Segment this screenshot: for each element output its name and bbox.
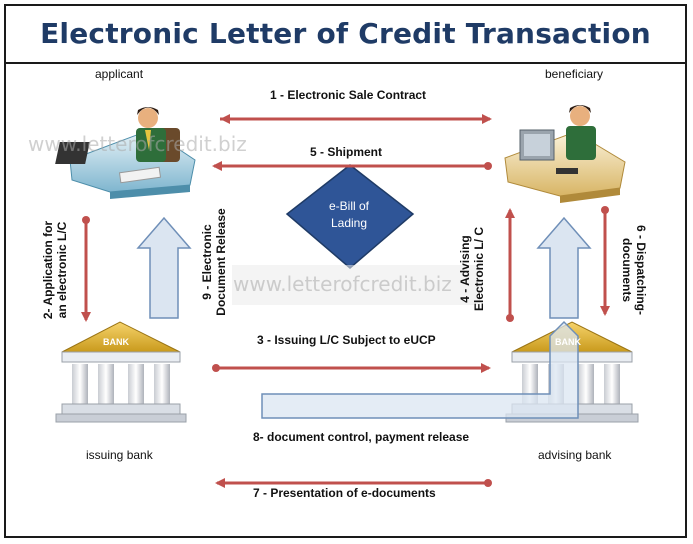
block-arrow-9 [136, 216, 192, 319]
step-6-line-2: documents [620, 237, 634, 302]
issuing-bank-illustration [55, 321, 187, 423]
step-4-line-2: Electronic L/ C [472, 226, 486, 312]
step-9-line-2: Document Release [214, 208, 228, 316]
beneficiary-illustration [504, 105, 626, 203]
step-4-line-1: 4 - Advising [458, 235, 472, 303]
block-arrow-advising-up [536, 216, 592, 319]
step-6-line-1: 6 - Dispatching- [634, 224, 648, 315]
step-2-label: 2- Application for an electronic L/C [41, 205, 69, 335]
ebill-label: e-Bill of Lading [294, 198, 404, 232]
title-bar: Electronic Letter of Credit Transaction [4, 4, 687, 64]
step-4-label: 4 - Advising Electronic L/ C [458, 214, 486, 324]
watermark-band [232, 265, 480, 305]
step-9-line-1: 9 - Electronic [200, 224, 214, 300]
step-9-label: 9 - Electronic Document Release [200, 197, 228, 327]
step-3-label: 3 - Issuing L/C Subject to eUCP [257, 333, 436, 347]
diagram-title: Electronic Letter of Credit Transaction [40, 17, 651, 50]
applicant-illustration [55, 107, 196, 199]
advising-bank-label: advising bank [538, 448, 612, 462]
ebill-line-2: Lading [330, 216, 368, 230]
applicant-label: applicant [95, 67, 144, 81]
advising-bank-sign: BANK [555, 337, 581, 347]
step-5-label: 5 - Shipment [310, 145, 383, 159]
step-2-line-1: 2- Application for [41, 220, 55, 320]
beneficiary-label: beneficiary [545, 67, 604, 81]
arrow-tails [82, 162, 609, 487]
issuing-bank-label: issuing bank [86, 448, 153, 462]
block-arrow-8 [261, 320, 579, 419]
watermark-top: www.letterofcredit.biz [28, 132, 247, 156]
watermark-center: www.letterofcredit.biz [233, 272, 452, 296]
step-6-label: 6 - Dispatching- documents [620, 215, 648, 325]
step-2-line-2: an electronic L/C [55, 221, 69, 319]
step-8-label: 8- document control, payment release [253, 430, 470, 444]
step-1-label: 1 - Electronic Sale Contract [270, 88, 427, 102]
issuing-bank-sign: BANK [103, 337, 129, 347]
ebill-line-1: e-Bill of [328, 199, 369, 213]
step-7-label: 7 - Presentation of e-documents [253, 486, 436, 500]
flow-arrows [81, 114, 610, 488]
